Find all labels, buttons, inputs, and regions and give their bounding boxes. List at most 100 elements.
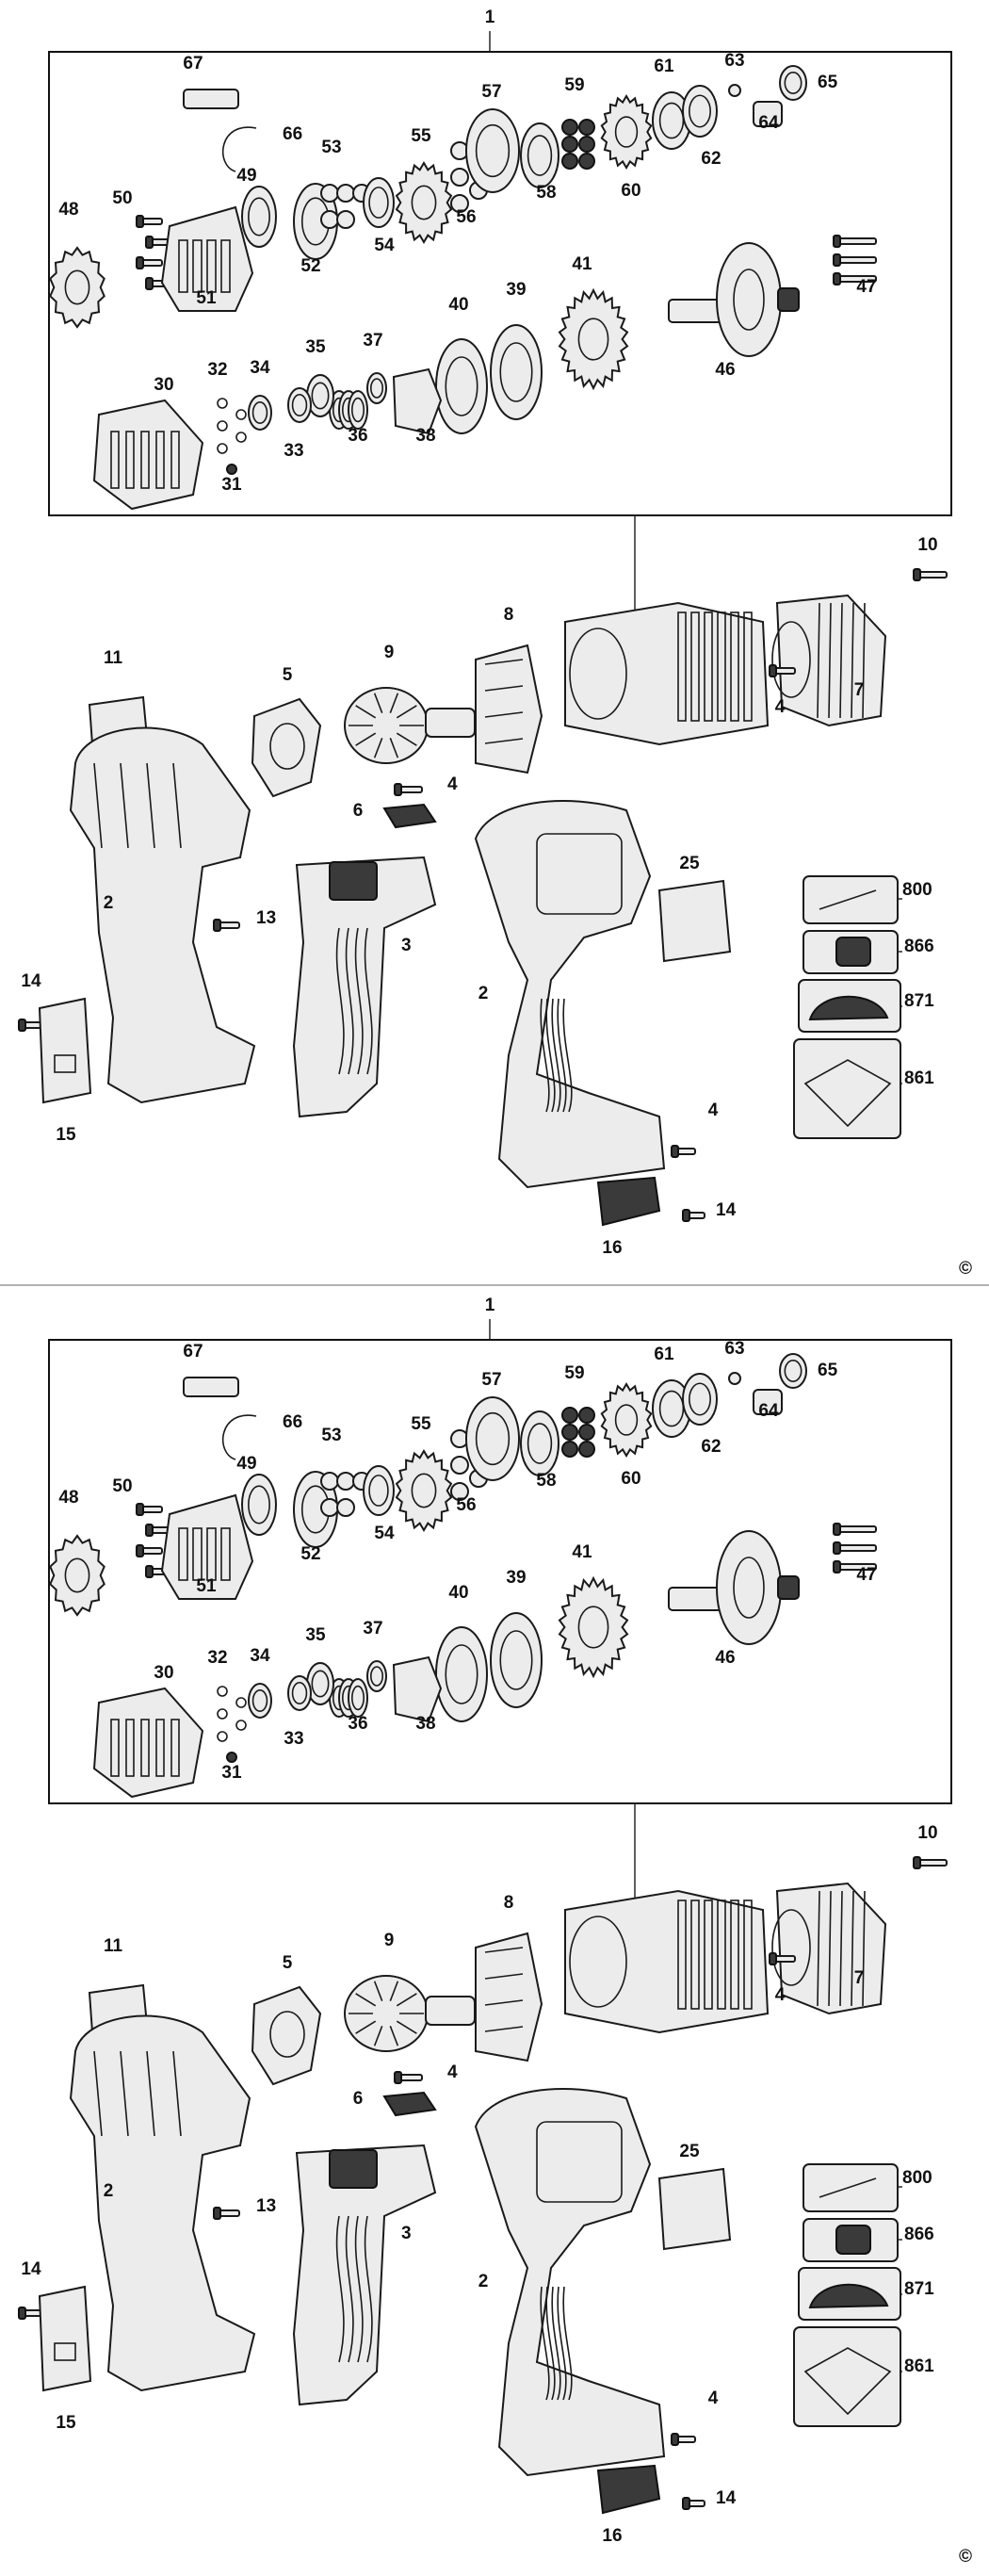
part-53-planet-gear-0 (320, 1472, 339, 1491)
sheet0-part-50-screw-0-head (136, 215, 144, 228)
part-label-50: 50 (112, 188, 132, 208)
part-label-25: 25 (679, 2142, 700, 2161)
copyright-mark: © (959, 2547, 972, 2567)
part-label-15: 15 (56, 2413, 76, 2433)
part-2-housing-left (69, 726, 256, 1104)
sheet0-part-47-screw-0-head (833, 235, 841, 248)
part-39-bearing (490, 324, 543, 420)
sheet1-part-10-screw-head (913, 1856, 921, 1869)
accessory-800-frame (803, 2163, 899, 2212)
part-56-planet-gear-4 (450, 1482, 469, 1501)
part-59-gear-2 (561, 1424, 578, 1441)
part-51-rib-1 (192, 239, 203, 293)
part-30-rib-2 (140, 431, 150, 489)
part-3-wire-1 (345, 2215, 354, 2363)
part-2-grip-1 (545, 2286, 556, 2401)
part-5-brush-holder (251, 1985, 322, 2086)
part-7-chuck-face (771, 621, 811, 698)
part-60-ring-gear-hub (614, 1404, 639, 1436)
transmission-assembly (564, 1889, 770, 2034)
part-2-motor-cover (536, 833, 623, 915)
part-2-tool-body (474, 2088, 666, 2477)
part-label-66: 66 (283, 1412, 302, 1432)
part-32-ball-0 (217, 398, 228, 409)
part-label-3: 3 (401, 2224, 412, 2243)
part-7-grip-4 (862, 602, 866, 719)
part-label-5: 5 (283, 665, 293, 685)
part-59-gear-3 (578, 1424, 595, 1441)
part-label-65: 65 (818, 73, 838, 92)
sheet0-part-4-screw-b-shank (398, 786, 423, 793)
part-40-ring-inner (445, 356, 478, 416)
part-32-ball-4 (217, 1731, 228, 1742)
part-60-ring-gear (600, 1382, 653, 1458)
part-label-67: 67 (183, 54, 203, 73)
part-51-rib-0 (178, 1527, 188, 1581)
transmission-face (569, 1916, 627, 2008)
part-6-contact (382, 2091, 437, 2117)
part-15-bracket (38, 2285, 92, 2392)
sheet1-part-14-screw-b-head (682, 2497, 690, 2510)
part-65-washer (779, 1353, 807, 1389)
sheet1-part-47-screw-0-head (833, 1523, 841, 1536)
part-7-grip-1 (828, 602, 832, 719)
transmission-rib-5 (743, 1899, 753, 2010)
part-label-57: 57 (481, 1370, 501, 1390)
part-label-63: 63 (724, 1339, 744, 1359)
part-label-59: 59 (564, 1363, 584, 1383)
part-35-washer-inner (311, 1670, 330, 1698)
part-53-planet-gear-3 (320, 1498, 339, 1517)
part-51-rib-1 (192, 1527, 203, 1581)
part-2-rib-0 (93, 2050, 103, 2137)
part-63-ball (728, 84, 741, 97)
part-39-bearing (490, 1612, 543, 1708)
part-53-planet-gear-0 (320, 184, 339, 203)
part-49-washer (241, 186, 277, 248)
part-label-40: 40 (448, 1583, 468, 1603)
part-2-motor-cover (536, 2121, 623, 2203)
part-56-planet-gear-2 (450, 168, 469, 187)
part-label-14b: 14 (716, 1200, 737, 1220)
part-3-wire-3 (364, 2215, 373, 2363)
part-9-blade-2 (389, 738, 399, 758)
part-32-ball-2 (217, 420, 228, 432)
part-label-35: 35 (305, 337, 326, 357)
part-label-52: 52 (300, 1544, 320, 1564)
transmission-rib-4 (730, 1899, 739, 2010)
part-51-rib-2 (206, 239, 217, 293)
part-label-14a: 14 (21, 971, 41, 991)
transmission-rib-0 (677, 1899, 687, 2010)
sheet0-part-50-screw-0-shank (140, 218, 163, 225)
part-60-ring-gear-hub (614, 116, 639, 148)
part-2-grip-0 (540, 998, 550, 1113)
part-51-rib-3 (220, 1527, 231, 1581)
sheet0-part-47-screw-1-shank (837, 256, 877, 264)
part-label-47: 47 (856, 277, 876, 297)
part-2-rib-0 (93, 762, 103, 849)
part-label-31: 31 (221, 475, 242, 495)
part-58-carrier-inner (527, 135, 553, 176)
part-48-end-plate-hub (64, 1557, 90, 1593)
part-32-ball-0 (217, 1686, 228, 1697)
part-label-60: 60 (621, 1469, 640, 1489)
part-40-ring-inner (445, 1644, 478, 1704)
part-3-wire-2 (354, 927, 364, 1075)
part-2-grip-4 (562, 2286, 573, 2401)
part-2-grip-3 (557, 998, 567, 1113)
sheet1-part-50-screw-0-shank (140, 1506, 163, 1513)
part-2-rib-2 (146, 762, 155, 849)
part-2-rib-2 (146, 2050, 155, 2137)
part-60-ring-gear (600, 94, 653, 170)
part-label-36: 36 (348, 1714, 367, 1734)
part-label-25: 25 (679, 854, 700, 873)
sheet1-part-47-screw-1-head (833, 1541, 841, 1555)
part-label-49: 49 (236, 1454, 256, 1474)
sheet1-part-47-screw-2-head (833, 1560, 841, 1573)
part-8-vent-2 (484, 711, 524, 718)
part-label-8: 8 (504, 1893, 514, 1913)
part-54-carrier (363, 177, 395, 228)
part-label-800: 800 (902, 880, 932, 900)
